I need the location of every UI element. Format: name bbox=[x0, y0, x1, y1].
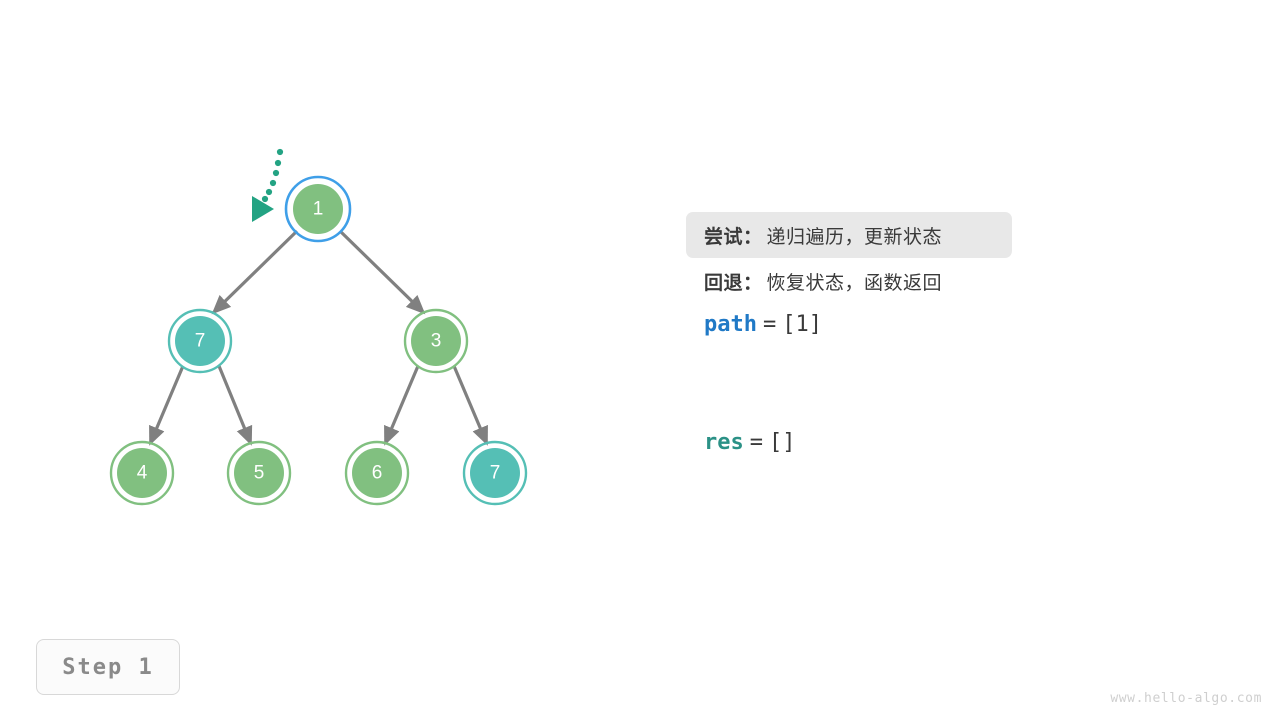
res-variable-row: res = [] bbox=[686, 430, 1206, 474]
node-outer-ring bbox=[403, 308, 469, 374]
binary-tree-diagram: 1 7 3 4 bbox=[109, 148, 528, 506]
backtrack-text: 恢复状态，函数返回 bbox=[766, 272, 943, 294]
tree-node-root[interactable]: 1 bbox=[284, 175, 352, 243]
tree-node-7-left[interactable]: 7 bbox=[167, 308, 233, 374]
info-row-try: 尝试： 递归遍历，更新状态 bbox=[686, 212, 1012, 258]
path-variable-name: path bbox=[704, 312, 757, 337]
node-fill bbox=[117, 448, 167, 498]
edge-root-to-7L bbox=[211, 229, 299, 315]
node-label: 3 bbox=[431, 331, 442, 352]
node-outer-ring bbox=[226, 440, 292, 506]
edge-7L-to-5 bbox=[217, 365, 253, 446]
pointer-dot bbox=[261, 195, 269, 203]
path-variable-row: path = [1] bbox=[686, 312, 1206, 356]
pointer-dot bbox=[276, 148, 284, 156]
tree-nodes: 1 7 3 4 bbox=[109, 175, 528, 506]
res-value: [] bbox=[769, 430, 796, 455]
node-fill bbox=[470, 448, 520, 498]
tree-node-6[interactable]: 6 bbox=[344, 440, 410, 506]
node-fill bbox=[234, 448, 284, 498]
node-outer-ring bbox=[462, 440, 528, 506]
tree-node-4[interactable]: 4 bbox=[109, 440, 175, 506]
edge-root-to-3 bbox=[338, 229, 426, 315]
tree-node-5[interactable]: 5 bbox=[226, 440, 292, 506]
path-equals-sign: = bbox=[762, 312, 777, 337]
edge-3-to-6 bbox=[383, 365, 420, 446]
pointer-dot bbox=[274, 159, 282, 167]
node-label: 1 bbox=[313, 199, 324, 220]
res-equals-sign: = bbox=[749, 430, 763, 455]
node-fill bbox=[411, 316, 461, 366]
pointer-dot bbox=[272, 169, 280, 177]
tree-edges bbox=[148, 229, 489, 446]
res-variable-name: res bbox=[704, 430, 744, 455]
node-fill bbox=[352, 448, 402, 498]
info-row-backtrack: 回退： 恢复状态，函数返回 bbox=[686, 258, 1206, 304]
recursion-pointer bbox=[252, 148, 284, 222]
node-outer-ring bbox=[109, 440, 175, 506]
pointer-dot bbox=[269, 179, 277, 187]
node-outer-ring bbox=[167, 308, 233, 374]
node-outer-ring bbox=[344, 440, 410, 506]
node-active-ring bbox=[284, 175, 352, 243]
node-label: 7 bbox=[490, 463, 501, 484]
try-text: 递归遍历，更新状态 bbox=[766, 226, 943, 248]
pointer-dot bbox=[265, 188, 273, 196]
node-label: 5 bbox=[254, 463, 265, 484]
node-fill bbox=[175, 316, 225, 366]
state-info-panel: 尝试： 递归遍历，更新状态 回退： 恢复状态，函数返回 path = [1] r… bbox=[686, 212, 1206, 474]
tree-node-7-right[interactable]: 7 bbox=[462, 440, 528, 506]
node-label: 6 bbox=[372, 463, 383, 484]
edge-7L-to-4 bbox=[148, 365, 185, 446]
watermark: www.hello-algo.com bbox=[1110, 691, 1262, 706]
step-badge: Step 1 bbox=[36, 639, 180, 695]
node-label: 4 bbox=[137, 463, 148, 484]
backtrack-label: 回退： bbox=[704, 272, 763, 294]
node-fill bbox=[293, 184, 343, 234]
path-value: [1] bbox=[782, 312, 822, 337]
node-label: 7 bbox=[195, 331, 206, 352]
try-label: 尝试： bbox=[704, 226, 763, 248]
tree-node-3[interactable]: 3 bbox=[403, 308, 469, 374]
pointer-arrowhead bbox=[252, 196, 274, 222]
edge-3-to-7R bbox=[452, 365, 489, 446]
